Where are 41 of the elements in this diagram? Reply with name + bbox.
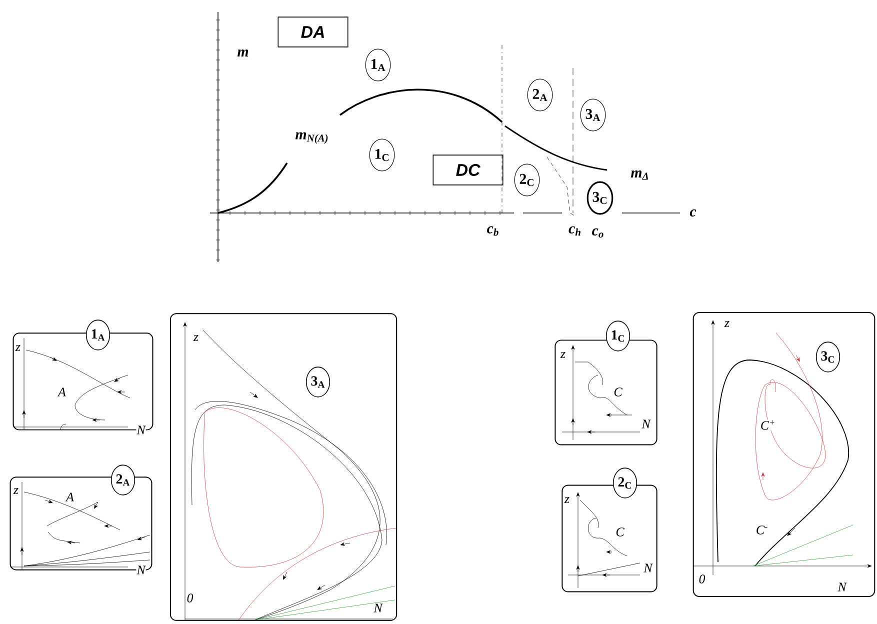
axis-label: N [643,563,653,573]
axis-label: c$_{b}$ [487,226,498,236]
axis-label: z [560,352,566,358]
axis-label: C$^{-}$ [755,525,769,535]
axis-label: 0 [186,593,194,603]
region-label: 2$_{C}$ [514,164,540,196]
region-label: 3$_{C}$ [586,181,614,215]
region-label: 1$_{A}$ [365,48,391,82]
axis-label: m [237,49,248,57]
axis-label: c$_{h}$ [568,226,580,236]
axis-label: A [65,492,74,502]
region-label: 2$_{A}$ [110,464,136,496]
axis-label: c$_{o}$ [592,228,604,238]
axis-label: A [57,387,66,397]
region-label: 1$_{A}$ [86,320,110,350]
axis-label: C [613,387,623,397]
axis-label: N [373,603,383,613]
label-box: DA [278,16,348,48]
region-label: 2$_{C}$ [612,468,638,498]
axis-label: N [136,565,146,575]
region-label: 1$_{C}$ [369,138,395,172]
label-box: DC [432,154,504,186]
axis-label: z [724,320,730,328]
region-label: 2$_{A}$ [527,78,553,112]
axis-label: c [690,209,696,217]
axis-label: z [13,488,20,494]
region-label: 3$_{C}$ [816,342,840,372]
axis-label: m$_{Δ}$ [630,170,648,180]
axis-label: m$_{N(A)}$ [295,132,328,144]
axis-label: C [615,527,625,537]
axis-label: z [564,496,570,504]
region-label: 3$_{A}$ [306,366,330,398]
axis-label: z [15,344,22,352]
axis-label: C$^{+}$ [760,420,776,430]
axis-label: N [136,425,146,435]
region-label: 1$_{C}$ [606,320,630,352]
axis-label: N [837,582,847,592]
axis-label: z [193,334,200,342]
axis-label: 0 [698,574,706,584]
region-label: 3$_{A}$ [580,98,606,132]
axis-label: N [641,419,651,429]
